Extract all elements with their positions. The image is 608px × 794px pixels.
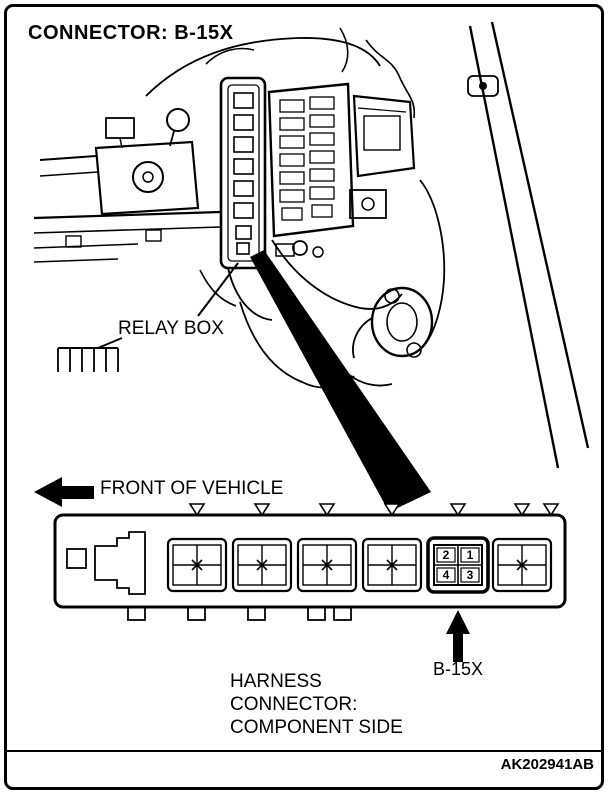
connector-module — [491, 537, 553, 593]
connector-id-label: B-15X — [432, 659, 484, 679]
footer-divider — [7, 750, 601, 752]
connector-module-b15x: 2 1 4 3 — [426, 536, 490, 594]
b15x-pointer-arrow-icon — [446, 610, 470, 662]
connector-module — [166, 537, 228, 593]
relay-socket-small — [66, 548, 87, 569]
panel-bracket — [467, 75, 499, 97]
pointer-wedge — [250, 250, 431, 512]
relay-box-label: RELAY BOX — [118, 318, 224, 339]
connector-module — [361, 537, 423, 593]
figure-title: CONNECTOR: B-15X — [28, 22, 234, 44]
left-bracket-drawing — [39, 108, 200, 216]
engine-bay-illustration — [33, 21, 590, 469]
flange-drawing — [352, 286, 434, 359]
pin-number: 4 — [443, 568, 450, 582]
triangle-markers — [188, 503, 560, 517]
figure-code: AK202941AB — [500, 756, 594, 773]
pin-number: 3 — [467, 568, 474, 582]
relay-socket-stepped — [94, 531, 146, 595]
pin-number: 1 — [467, 548, 474, 562]
connector-strip: 2 1 4 3 — [53, 503, 567, 621]
connector-module — [296, 537, 358, 593]
harness-connector-caption: HARNESS CONNECTOR: COMPONENT SIDE — [230, 671, 403, 738]
front-of-vehicle-label: FRONT OF VEHICLE — [100, 478, 284, 499]
pin-number: 2 — [443, 548, 450, 562]
strip-tabs — [127, 606, 352, 621]
fuse-box-drawing — [267, 82, 355, 238]
connector-module — [231, 537, 293, 593]
relay-box-leader-line — [197, 262, 239, 317]
comb-detail — [57, 347, 119, 372]
front-of-vehicle-arrow-icon — [34, 477, 94, 507]
relay-box-drawing — [219, 76, 267, 270]
